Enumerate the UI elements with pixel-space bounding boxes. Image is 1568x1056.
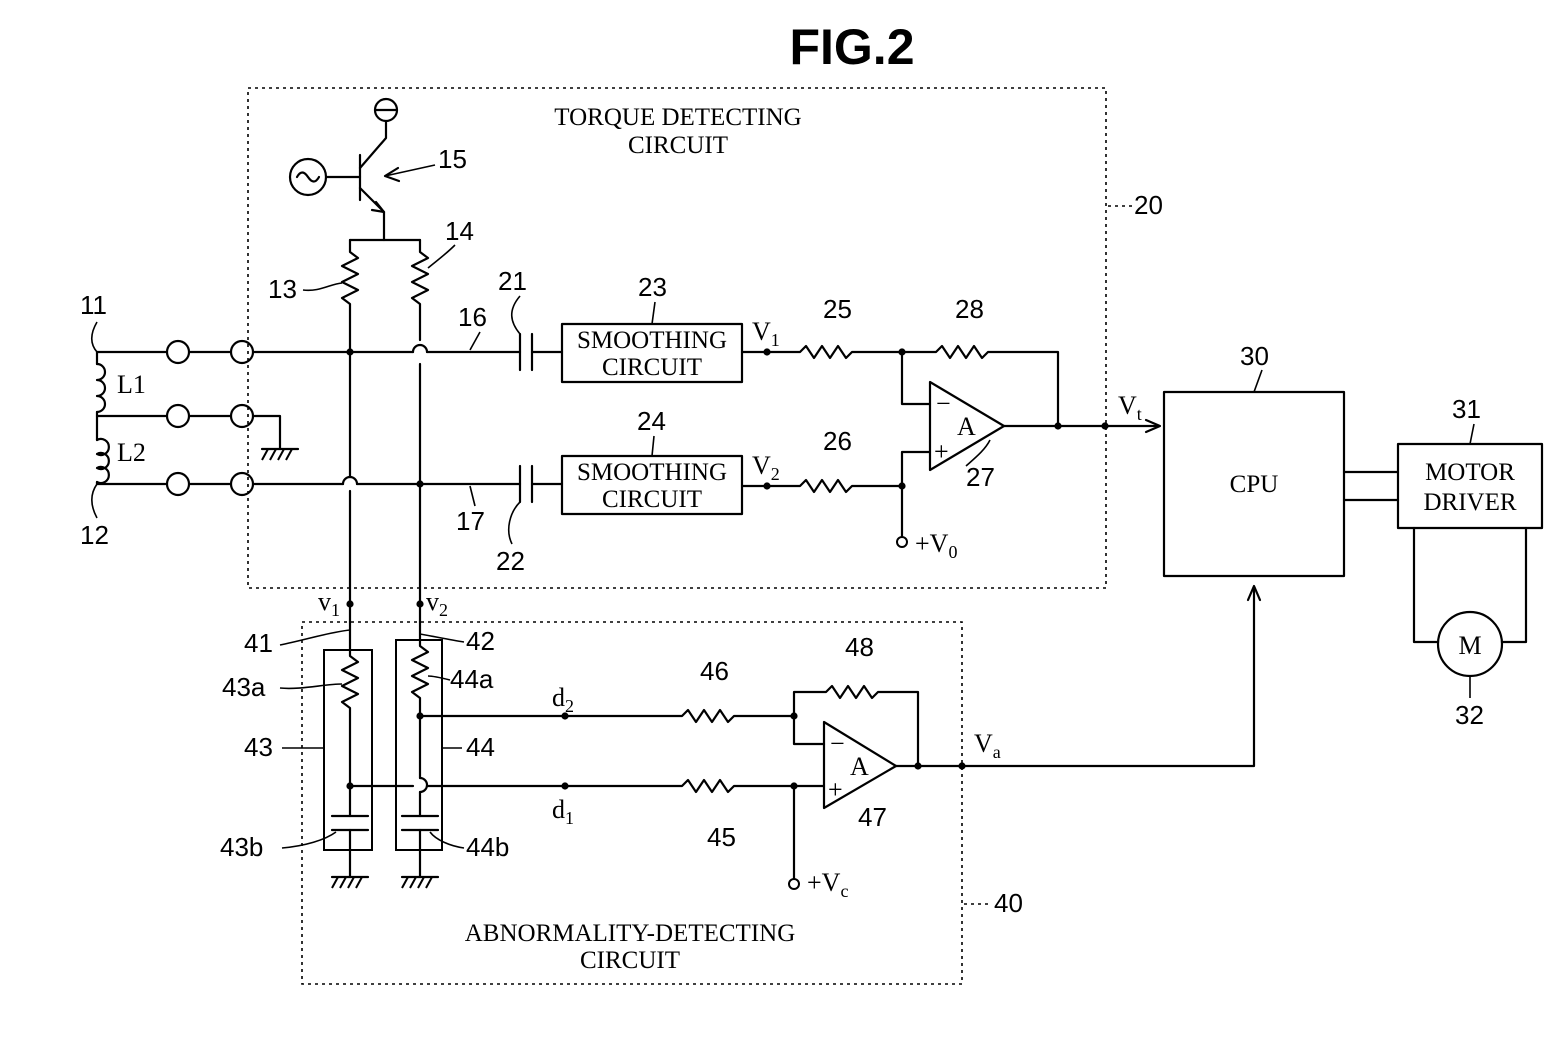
resistor-45 (427, 780, 824, 792)
ground-44-icon (402, 877, 438, 888)
signal-v2: v2 (426, 587, 448, 620)
ground-wire (253, 416, 280, 448)
ref-22: 22 (496, 546, 525, 576)
ref-25: 25 (823, 294, 852, 324)
ref-32: 32 (1455, 700, 1484, 730)
capacitor-21 (520, 334, 532, 370)
ref-28: 28 (955, 294, 984, 324)
motor-driver-line1: MOTOR (1425, 459, 1515, 486)
op-amp-47-label: A (850, 752, 869, 781)
ref-47: 47 (858, 802, 887, 832)
signal-Vt: Vt (1118, 391, 1142, 424)
capacitor-44b (402, 816, 438, 830)
ref-20: 20 (1134, 190, 1163, 220)
ref-43b: 43b (220, 832, 263, 862)
ground-43-icon (332, 877, 368, 888)
resistor-14 (412, 240, 428, 340)
coil-l2-label: L2 (117, 438, 146, 467)
ref-11: 11 (80, 290, 107, 320)
signal-V2: V2 (752, 451, 780, 484)
ref-27: 27 (966, 462, 995, 492)
signal-Va: Va (974, 729, 1001, 762)
capacitor-43b (332, 816, 368, 830)
coil-l1-label: L1 (117, 370, 146, 399)
ref-26: 26 (823, 426, 852, 456)
op-amp-27-label: A (957, 412, 976, 441)
supply-terminal-icon (375, 99, 397, 121)
smoothing-23-line2: CIRCUIT (602, 354, 702, 381)
figure-title: FIG.2 (789, 19, 914, 75)
ref-15: 15 (438, 144, 467, 174)
signal-V1: V1 (752, 317, 780, 350)
smoothing-24-line1: SMOOTHING (577, 459, 727, 486)
ref-44: 44 (466, 732, 495, 762)
ref-12: 12 (80, 520, 109, 550)
op-amp-47-minus: − (830, 729, 845, 758)
ref-45: 45 (707, 822, 736, 852)
transistor-15 (360, 122, 386, 240)
ref-41: 41 (244, 628, 273, 658)
ref-14: 14 (445, 216, 474, 246)
signal-v1: v1 (318, 587, 340, 620)
motor-driver-line2: DRIVER (1423, 489, 1516, 516)
torque-title-line1: TORQUE DETECTING (554, 104, 801, 131)
ref-43: 43 (244, 732, 273, 762)
ref-21: 21 (498, 266, 527, 296)
motor-label: M (1458, 631, 1481, 660)
op-amp-27-minus: − (936, 389, 951, 418)
sensor-coils (97, 352, 109, 484)
op-amp-27-plus: + (934, 437, 949, 466)
capacitor-22 (520, 466, 532, 502)
smoothing-23-line1: SMOOTHING (577, 327, 727, 354)
op-amp-47-plus: + (828, 775, 843, 804)
cpu-label: CPU (1230, 471, 1279, 498)
abn-title-line1: ABNORMALITY-DETECTING (465, 920, 796, 947)
filter-43 (324, 650, 372, 850)
ref-24: 24 (637, 406, 666, 436)
resistor-13 (342, 240, 358, 352)
resistor-46 (420, 710, 794, 722)
supply-V0: +V0 (915, 529, 957, 562)
torque-title-line2: CIRCUIT (628, 132, 728, 159)
ground-icon (262, 449, 298, 460)
connector-circles (167, 341, 253, 495)
ref-16: 16 (458, 302, 487, 332)
signal-d1: d1 (552, 795, 574, 828)
ref-46: 46 (700, 656, 729, 686)
ref-23: 23 (638, 272, 667, 302)
smoothing-24-line2: CIRCUIT (602, 486, 702, 513)
ref-31: 31 (1452, 394, 1481, 424)
ref-44b: 44b (466, 832, 509, 862)
ref-43a: 43a (222, 672, 266, 702)
ref-40: 40 (994, 888, 1023, 918)
abn-title-line2: CIRCUIT (580, 947, 680, 974)
ref-42: 42 (466, 626, 495, 656)
ref-44a: 44a (450, 664, 494, 694)
ref-13: 13 (268, 274, 297, 304)
signal-d2: d2 (552, 683, 574, 716)
ref-48: 48 (845, 632, 874, 662)
ref-30: 30 (1240, 341, 1269, 371)
ac-source-icon (290, 159, 326, 195)
supply-Vc: +Vc (807, 868, 848, 901)
ref-17: 17 (456, 506, 485, 536)
